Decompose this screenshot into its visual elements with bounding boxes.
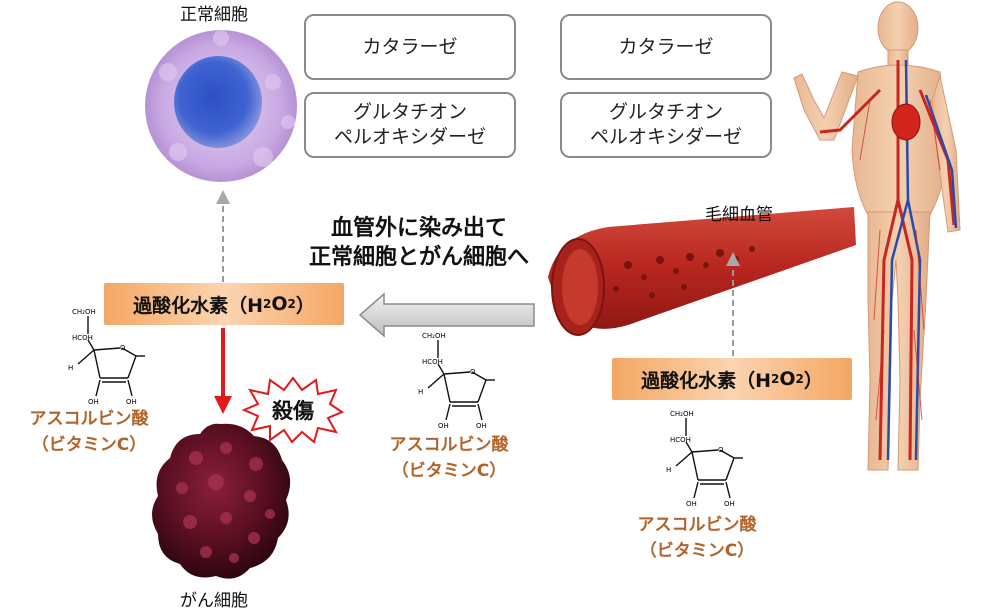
h2o2-close-left: ） [295,294,315,317]
ascorbic-alias-right: （ビタミンC） [639,541,755,561]
ascorbic-structure-left: CH₂OH HCOH H O OH OH [68,308,145,406]
oh2-text: OH [126,398,137,406]
damage-label: 殺傷 [272,399,314,423]
ascorbic-alias-left: （ビタミンC） [31,435,147,455]
hcoh-text: HCOH [72,334,93,342]
dashed-arrow-to-capillary [726,252,740,356]
h2o2-sub1-right: 2 [771,372,780,386]
catalase-box-left: カタラーゼ [304,14,516,80]
ring-o-text: O [470,368,476,376]
cancer-cell-label: がん細胞 [180,591,248,610]
ascorbic-structure-mid: CH₂OH HCOH H O OH OH [418,332,495,430]
ascorbic-structure-right: CH₂OH HCOH H O OH OH [666,410,743,508]
capillary-vessel [548,207,856,336]
cancer-cell-image [152,423,291,579]
ascorbic-name-right: アスコルビン酸 [637,515,757,535]
h2o2-mid-right: O [779,368,796,390]
normal-cell-label: 正常細胞 [180,5,248,25]
h2o2-sub2-left: 2 [287,297,296,311]
gpx-label-line2-left: ペルオキシダーゼ [333,126,486,148]
oh2-text: OH [724,500,735,508]
leak-text-block: 血管外に染み出て 正常細胞とがん細胞へ [284,214,554,272]
ring-o-text: O [120,344,126,352]
hcoh-text: HCOH [422,358,443,366]
kill-arrow [214,328,232,414]
h-text: H [418,388,423,396]
gpx-label-line1-left: グルタチオン [352,101,467,123]
capillary-label: 毛細血管 [705,205,773,225]
hcoh-text: HCOH [670,436,691,444]
catalase-label-right: カタラーゼ [618,35,714,58]
ch2oh-text: CH₂OH [72,308,96,316]
h2o2-text-left: 過酸化水素（H [133,294,263,317]
h-text: H [68,364,73,372]
normal-cell-image [145,30,297,182]
damage-burst: 殺傷 [242,376,344,444]
gpx-label-line2-right: ペルオキシダーゼ [589,126,742,148]
leak-text-line1: 血管外に染み出て [330,216,507,241]
ascorbic-alias-mid: （ビタミンC） [391,461,507,481]
human-circulatory-figure [793,1,961,471]
h2o2-mid-left: O [271,293,288,315]
ascorbic-label-left: アスコルビン酸 （ビタミンC） [14,406,164,458]
oh2-text: OH [476,422,487,430]
h2o2-sub1-left: 2 [263,297,272,311]
dashed-arrow-to-normal-cell [216,190,230,282]
gpx-label-line1-right: グルタチオン [608,101,723,123]
oh1-text: OH [88,398,99,406]
h2o2-sub2-right: 2 [795,372,804,386]
h2o2-close-right: ） [803,369,823,392]
gpx-box-left: グルタチオン ペルオキシダーゼ [304,92,516,158]
diffusion-arrow [358,292,535,338]
h2o2-text-right: 過酸化水素（H [641,369,771,392]
oh1-text: OH [686,500,697,508]
ascorbic-name-left: アスコルビン酸 [29,409,149,429]
catalase-label-left: カタラーゼ [362,35,458,58]
oh1-text: OH [438,422,449,430]
ascorbic-label-mid: アスコルビン酸 （ビタミンC） [364,432,534,484]
ch2oh-text: CH₂OH [422,332,446,340]
ascorbic-label-right: アスコルビン酸 （ビタミンC） [612,512,782,564]
h-text: H [666,466,671,474]
leak-text-line2: 正常細胞とがん細胞へ [308,245,529,270]
ring-o-text: O [718,446,724,454]
gpx-box-right: グルタチオン ペルオキシダーゼ [560,92,772,158]
catalase-box-right: カタラーゼ [560,14,772,80]
ch2oh-text: CH₂OH [670,410,694,418]
ascorbic-name-mid: アスコルビン酸 [389,435,509,455]
